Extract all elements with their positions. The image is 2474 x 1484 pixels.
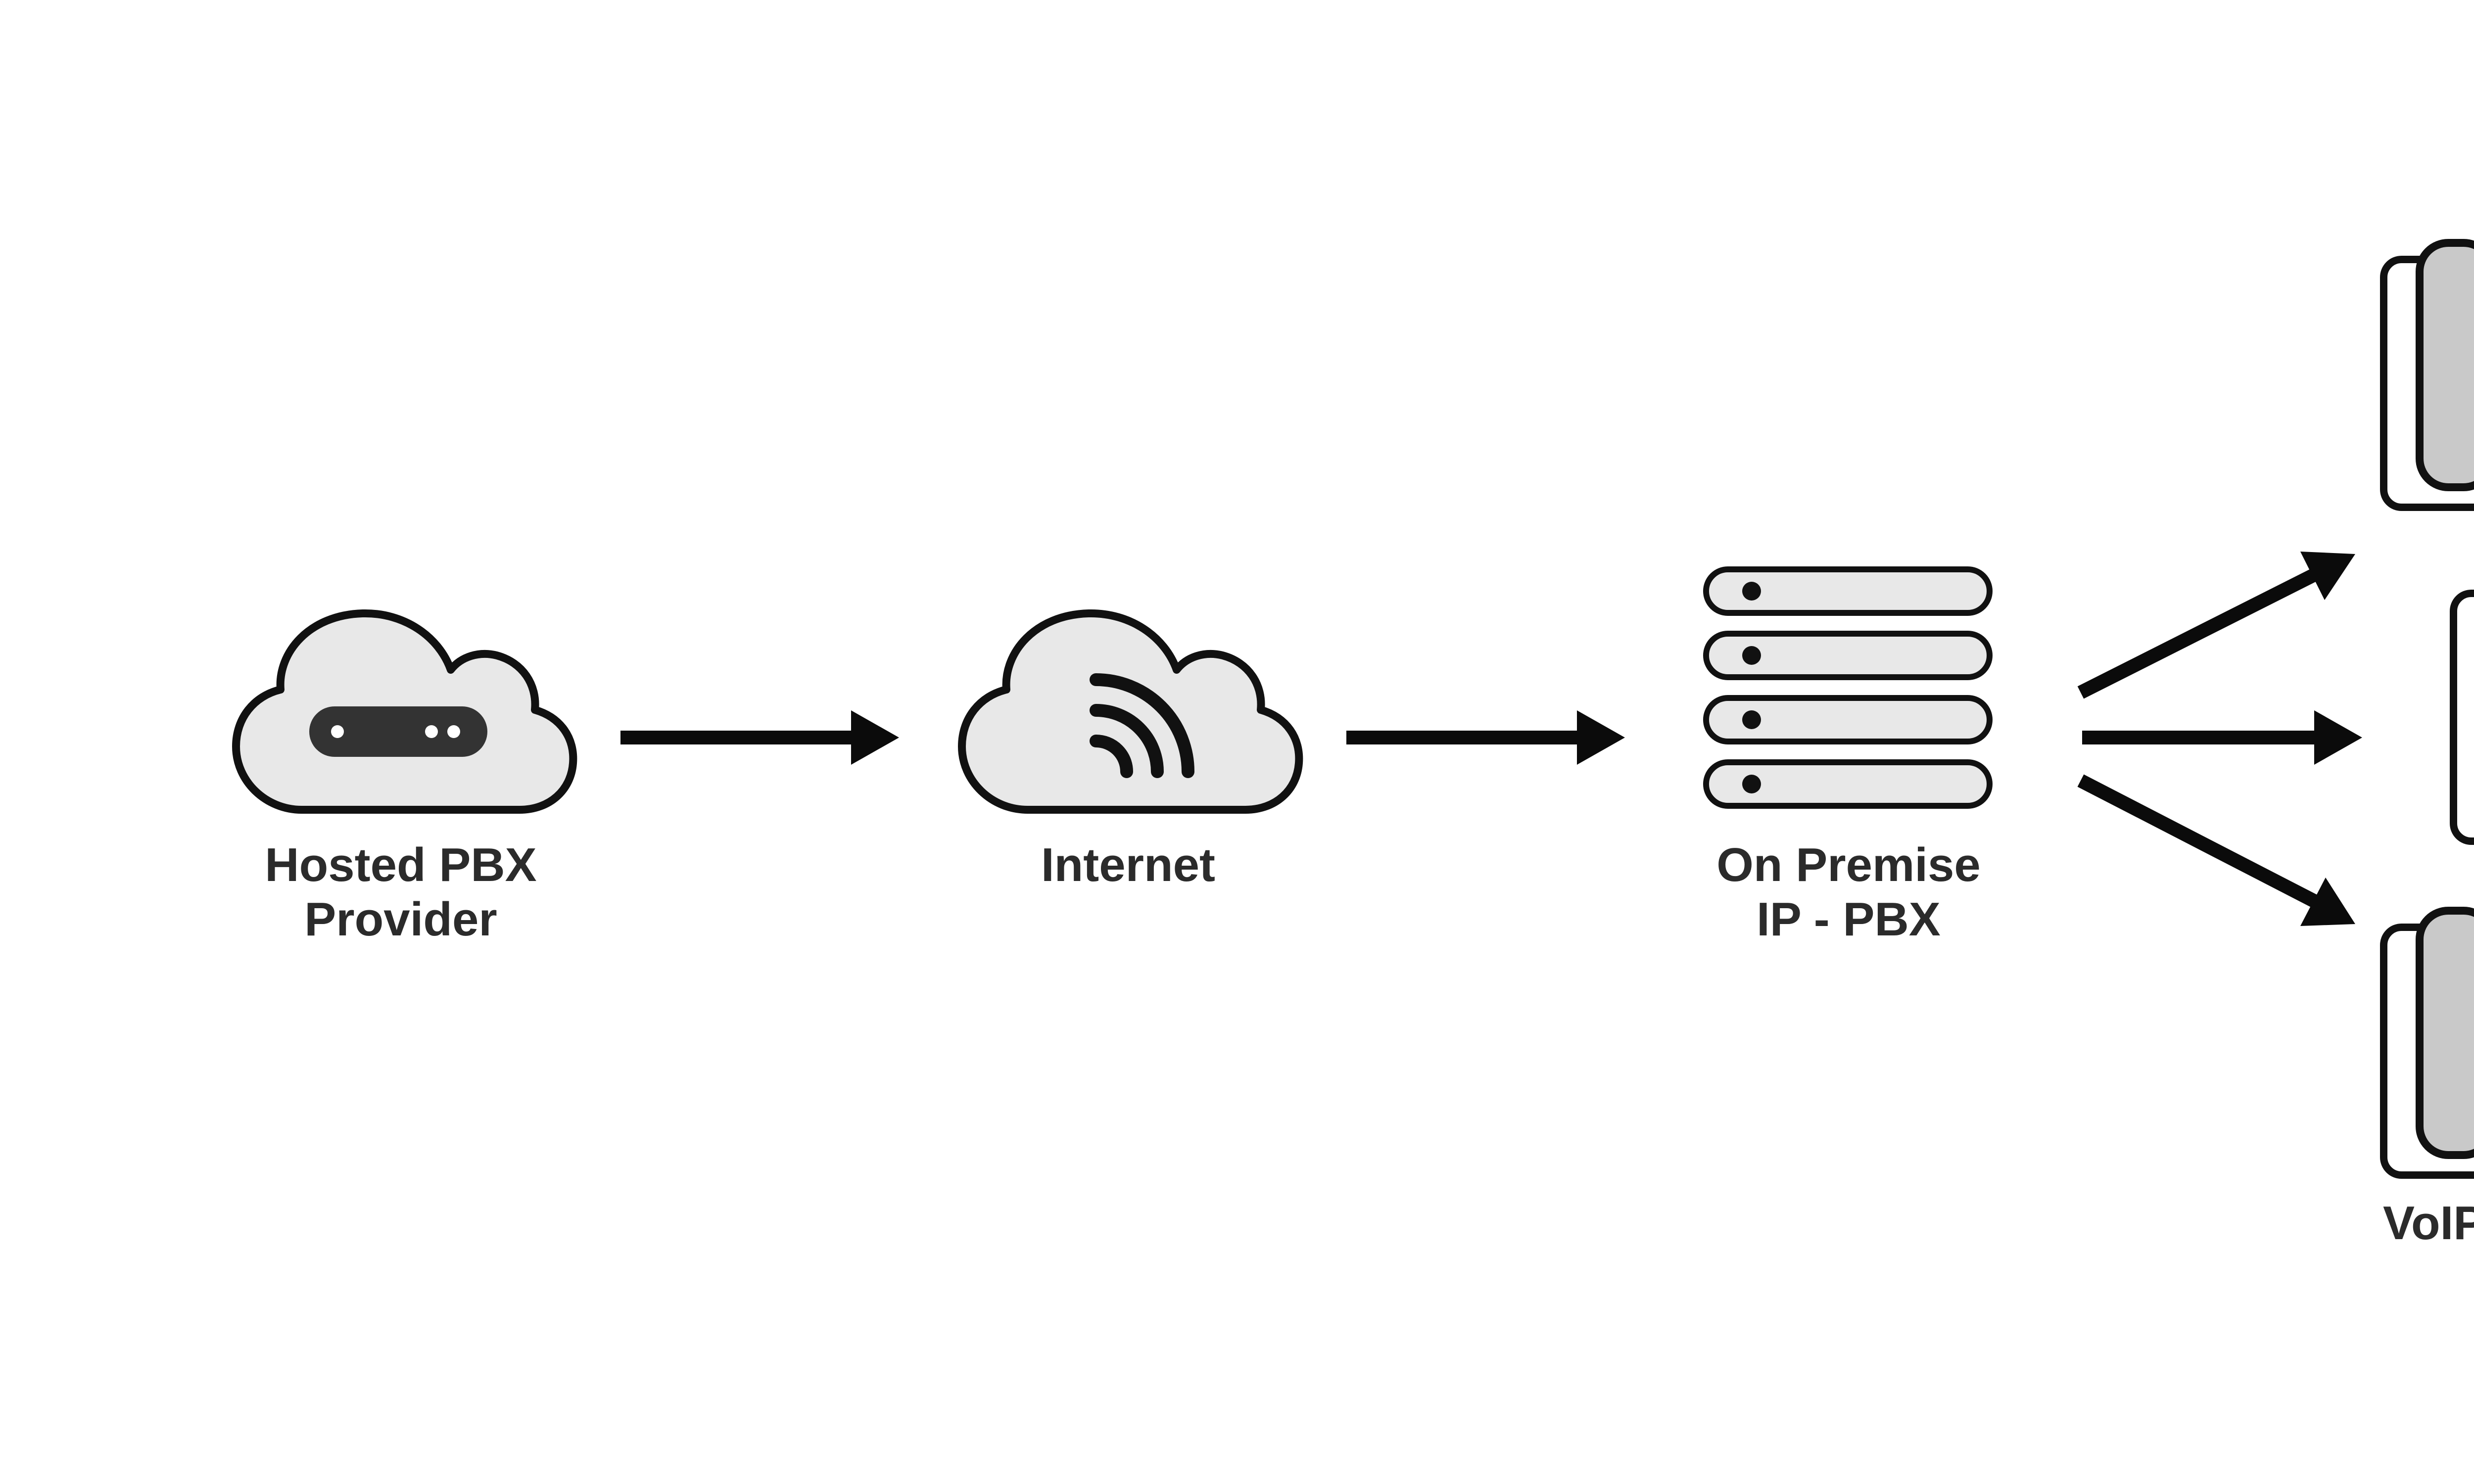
voip-phone-icon-3 [2380, 907, 2474, 1179]
arrow-hosted-to-internet [620, 710, 899, 765]
node-label-hosted-pbx-provider: Hosted PBX Provider [265, 838, 537, 946]
internet-cloud-icon [958, 609, 1303, 814]
server-rack-unit [1703, 631, 1993, 680]
arrow-right-icon [851, 710, 899, 765]
arrow-pbx-to-phone-2 [2082, 710, 2362, 765]
node-label-voip-phones: VoIP Phones [2383, 1197, 2474, 1250]
arrow-pbx-to-phone-1 [2077, 552, 2355, 699]
arrow-right-icon [2314, 710, 2362, 765]
voip-phone-icon-1 [2380, 239, 2474, 511]
server-rack-unit [1703, 566, 1993, 616]
wifi-signal-icon [1090, 673, 1194, 778]
node-label-internet: Internet [1041, 838, 1216, 891]
voip-phone-icon-2 [2450, 590, 2474, 845]
node-label-on-premise-ip-pbx: On Premise IP - PBX [1716, 838, 1981, 946]
arrow-right-icon [1577, 710, 1625, 765]
phone-handset-icon [2416, 907, 2474, 1159]
hosted-pbx-cloud-icon [232, 609, 577, 814]
pbx-switch-pill-icon [309, 706, 487, 757]
server-stack-icon [1703, 566, 1993, 809]
phone-handset-icon [2416, 239, 2474, 491]
server-rack-unit [1703, 695, 1993, 744]
cloud-shape [958, 609, 1303, 814]
phone-body [2450, 590, 2474, 845]
arrow-internet-to-pbx [1346, 710, 1625, 765]
arrow-up-right-icon [2300, 552, 2355, 600]
arrow-down-right-icon [2300, 878, 2355, 926]
arrow-pbx-to-phone-3 [2077, 774, 2355, 926]
server-rack-unit [1703, 759, 1993, 809]
